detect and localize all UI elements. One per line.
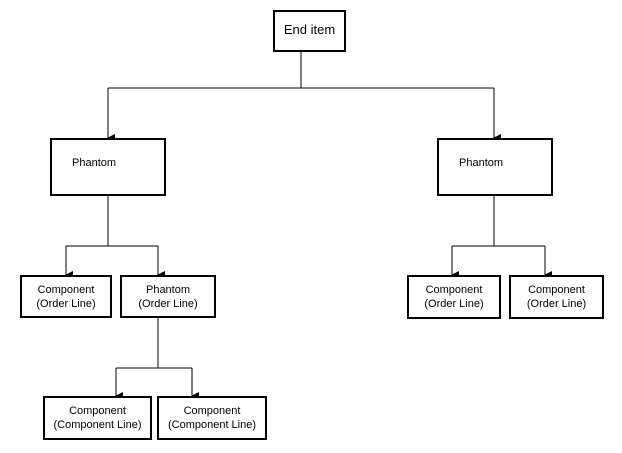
node-phantom-left-label: Phantom <box>72 157 117 169</box>
node-phantom-right: Phantom <box>437 138 553 196</box>
node-component-cl-1-line1: Component <box>69 405 126 417</box>
node-component-ol-right-2-line2: (Order Line) <box>526 298 587 310</box>
node-component-ol-right-2-line1: Component <box>528 284 585 296</box>
node-component-ol-1-line2: (Order Line) <box>36 298 96 310</box>
node-end-item-label: End item <box>283 22 336 37</box>
node-component-ol-right-2: Component (Order Line) <box>509 275 604 319</box>
node-component-cl-1-line2: (Component Line) <box>53 419 142 431</box>
node-component-cl-2: Component (Component Line) <box>157 396 267 440</box>
node-phantom-ol-line2: (Order Line) <box>138 298 198 310</box>
connector-left-phantom <box>66 196 158 247</box>
node-end-item: End item <box>273 10 346 52</box>
node-phantom-left: Phantom <box>50 138 166 196</box>
node-phantom-ol: Phantom (Order Line) <box>120 275 216 318</box>
node-component-ol-1: Component (Order Line) <box>20 275 112 318</box>
connector-right-phantom <box>452 196 545 247</box>
node-component-cl-1: Component (Component Line) <box>43 396 152 440</box>
connector-end-to-phantoms <box>108 52 494 89</box>
node-component-ol-right-1-line1: Component <box>425 284 483 296</box>
node-component-cl-2-line1: Component <box>183 405 241 417</box>
node-phantom-right-label: Phantom <box>459 157 504 169</box>
node-component-cl-2-line2: (Component Line) <box>167 419 257 431</box>
node-component-ol-1-line1: Component <box>37 284 95 296</box>
node-phantom-ol-line1: Phantom <box>145 284 191 296</box>
node-component-ol-right-1: Component (Order Line) <box>407 275 501 319</box>
node-component-ol-right-1-line2: (Order Line) <box>424 298 484 310</box>
connector-phantom-ol <box>116 318 192 369</box>
